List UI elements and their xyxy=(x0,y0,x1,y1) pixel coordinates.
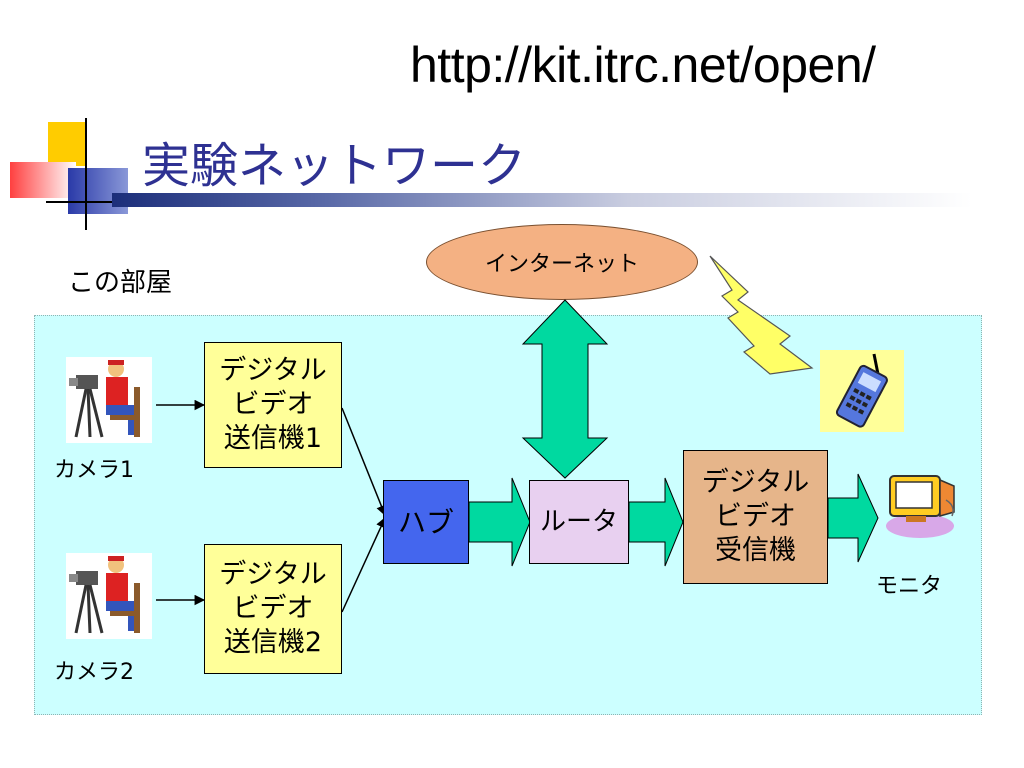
hub-label: ハブ xyxy=(397,505,454,539)
title-underline xyxy=(112,193,972,207)
router-internet-double-arrow xyxy=(521,299,609,479)
tx2-line-2: ビデオ xyxy=(232,593,314,625)
transmitter-1-box: デジタル ビデオ 送信機1 xyxy=(204,342,342,468)
hub-box: ハブ xyxy=(383,480,469,564)
tx1-line-1: デジタル xyxy=(219,355,327,387)
slide-title: 実験ネットワーク xyxy=(142,138,527,194)
tx1-line-3: 送信機1 xyxy=(223,422,323,454)
receiver-box: デジタル ビデオ 受信機 xyxy=(683,450,828,584)
internet-label: インターネット xyxy=(484,252,639,277)
receiver-to-monitor-arrow xyxy=(827,473,879,563)
router-box: ルータ xyxy=(529,480,629,564)
camera-operator-icon xyxy=(66,553,152,639)
tx2-line-1: デジタル xyxy=(219,559,327,591)
lightning-bolt-icon xyxy=(709,255,814,375)
hub-to-router-arrow xyxy=(468,477,531,567)
internet-node: インターネット xyxy=(426,224,698,300)
tx2-line-3: 送信機2 xyxy=(223,626,323,658)
router-label: ルータ xyxy=(539,506,618,537)
room-label: この部屋 xyxy=(68,268,173,298)
camera-operator-icon xyxy=(66,357,152,443)
transmitter-2-box: デジタル ビデオ 送信機2 xyxy=(204,544,342,674)
slide-url: http://kit.itrc.net/open/ xyxy=(410,37,876,93)
tx2-to-hub-line xyxy=(341,517,386,613)
rx-line-3: 受信機 xyxy=(715,534,796,566)
rx-line-2: ビデオ xyxy=(715,501,796,533)
camera1-label: カメラ1 xyxy=(54,458,134,483)
computer-monitor-icon xyxy=(886,475,955,538)
rx-line-1: デジタル xyxy=(701,467,810,499)
tx1-line-2: ビデオ xyxy=(232,389,314,421)
router-to-receiver-arrow xyxy=(628,477,684,567)
monitor-label: モニタ xyxy=(876,574,943,599)
tx1-to-hub-line xyxy=(341,407,387,516)
camera2-label: カメラ2 xyxy=(54,660,134,685)
mobile-phone-icon xyxy=(820,350,904,432)
